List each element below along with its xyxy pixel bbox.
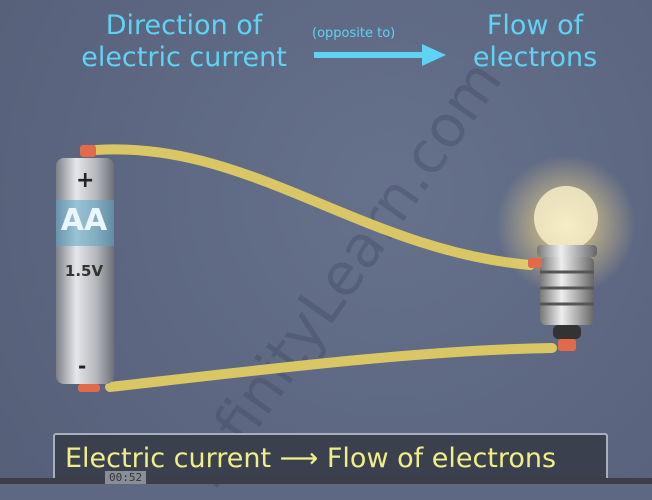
video-control-bar[interactable]: [0, 478, 652, 484]
title-line: electric current: [81, 42, 287, 73]
title-flow-of-electrons: Flow of electrons: [455, 10, 615, 74]
battery: [56, 145, 114, 392]
battery-voltage-label: 1.5V: [64, 262, 104, 280]
battery-type-label: AA: [60, 203, 108, 238]
title-line: electrons: [472, 42, 598, 73]
opposite-to-label: (opposite to): [312, 26, 396, 41]
title-line: Flow of: [486, 10, 584, 41]
caption-text: Electric current ⟶ Flow of electrons: [65, 443, 557, 474]
caption-box: Electric current ⟶ Flow of electrons: [53, 433, 608, 484]
circuit-diagram: [56, 144, 636, 392]
title-line: Direction of: [105, 10, 263, 41]
video-timestamp: 00:52: [105, 471, 147, 484]
wire-top: [91, 144, 535, 270]
light-bulb: [496, 155, 636, 351]
battery-minus-sign: -: [78, 354, 87, 378]
wire-bottom: [105, 343, 557, 392]
battery-plus-sign: +: [76, 168, 95, 193]
right-arrow-icon: [314, 44, 446, 66]
title-direction-of-current: Direction of electric current: [58, 10, 310, 74]
